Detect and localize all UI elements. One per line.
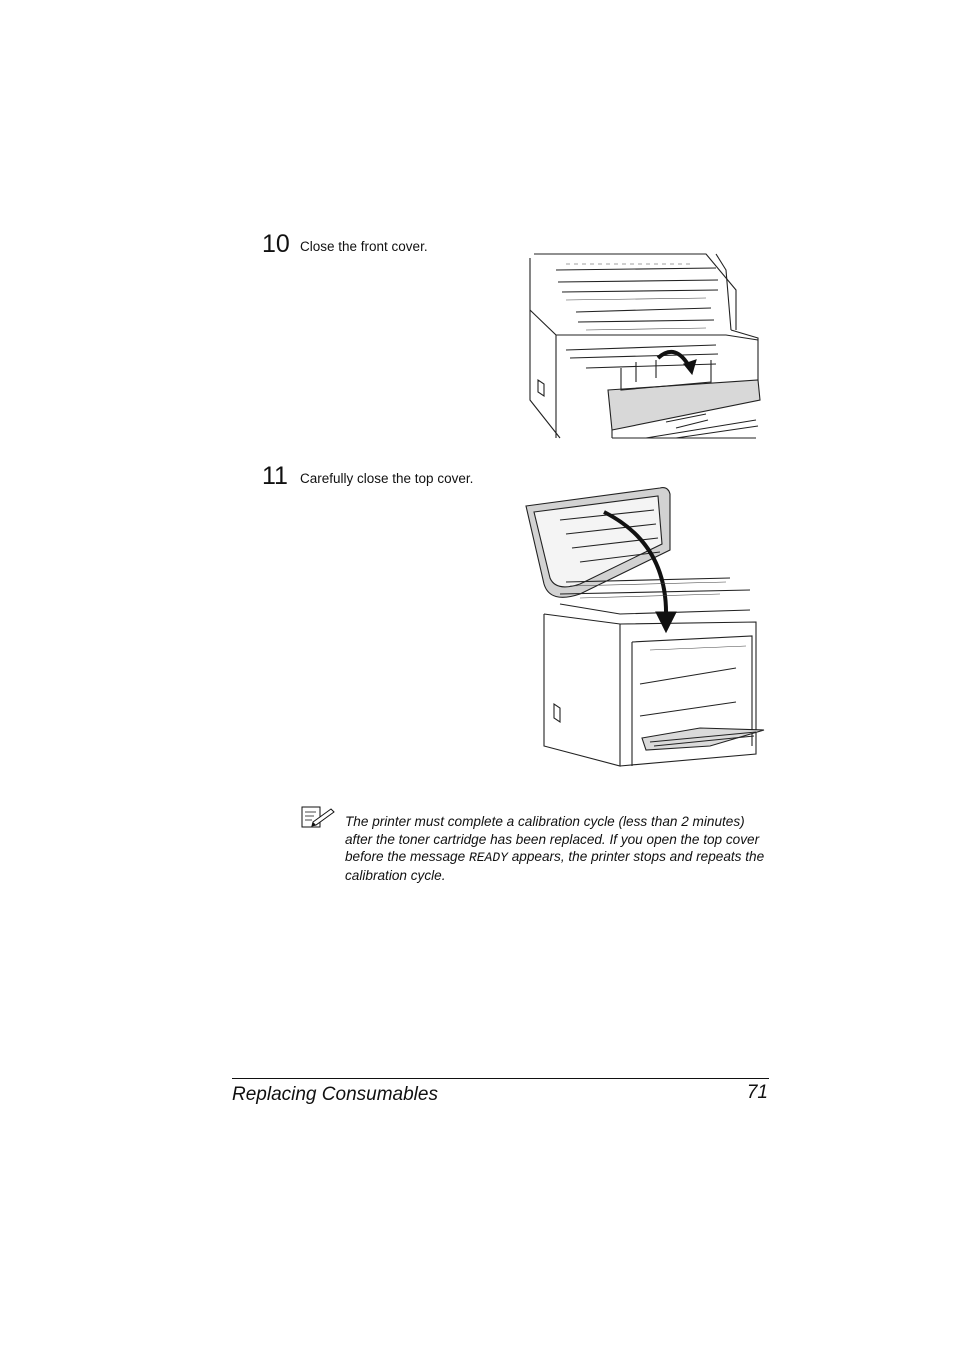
step-11-text: Carefully close the top cover.: [300, 471, 474, 486]
printer-top-cover-illustration: [525, 487, 765, 767]
step-11-number: 11: [262, 462, 288, 490]
note-pencil-icon: [301, 806, 335, 828]
footer-rule: [232, 1078, 769, 1079]
printer-front-cover-illustration: [529, 253, 761, 439]
note-text-after: appears, the printer stops and repeats t…: [345, 849, 765, 883]
step-10-number: 10: [262, 230, 290, 258]
calibration-note: The printer must complete a calibration …: [345, 813, 775, 884]
footer-section-title: Replacing Consumables: [232, 1084, 438, 1105]
ready-message-code: READY: [468, 850, 508, 865]
step-10-text: Close the front cover.: [300, 239, 428, 254]
note-text-before: The printer must complete a calibration …: [345, 814, 760, 864]
footer-page-number: 71: [746, 1082, 768, 1103]
